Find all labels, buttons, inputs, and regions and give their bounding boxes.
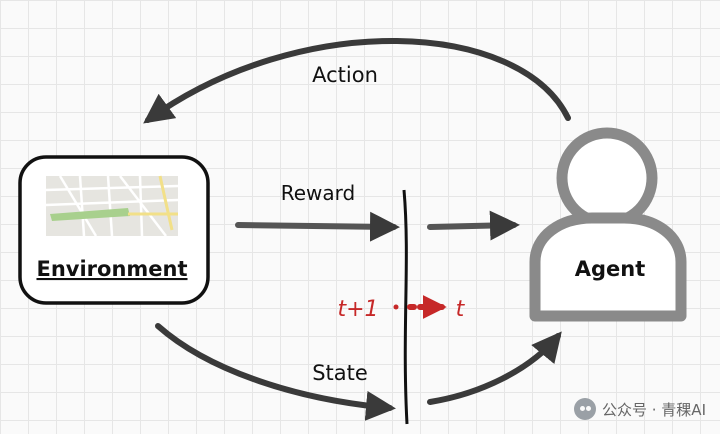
- time-step-marker: t+1 t: [337, 295, 466, 322]
- watermark-text: 公众号 · 青稞AI: [602, 400, 706, 419]
- action-arrow: [143, 38, 571, 124]
- watermark: 公众号 · 青稞AI: [574, 398, 706, 420]
- time-step-divider: [402, 189, 409, 425]
- agent-label: Agent: [575, 257, 646, 281]
- environment-box: Environment: [18, 155, 210, 305]
- state-arrow-out: [427, 331, 562, 405]
- state-label: State: [312, 361, 368, 385]
- environment-label: Environment: [36, 257, 187, 281]
- reward-arrow-out: [427, 210, 520, 241]
- time-prev-label: t+1: [337, 297, 378, 322]
- wechat-icon: [574, 398, 596, 420]
- reward-label: Reward: [281, 181, 355, 205]
- time-dot: [393, 304, 399, 310]
- action-label: Action: [312, 63, 378, 87]
- agent-user-icon: Agent: [529, 127, 687, 322]
- reward-arrow-in: [235, 211, 400, 242]
- state-arrow-in: [155, 323, 396, 421]
- time-next-label: t: [456, 297, 466, 322]
- map-icon: [45, 175, 179, 237]
